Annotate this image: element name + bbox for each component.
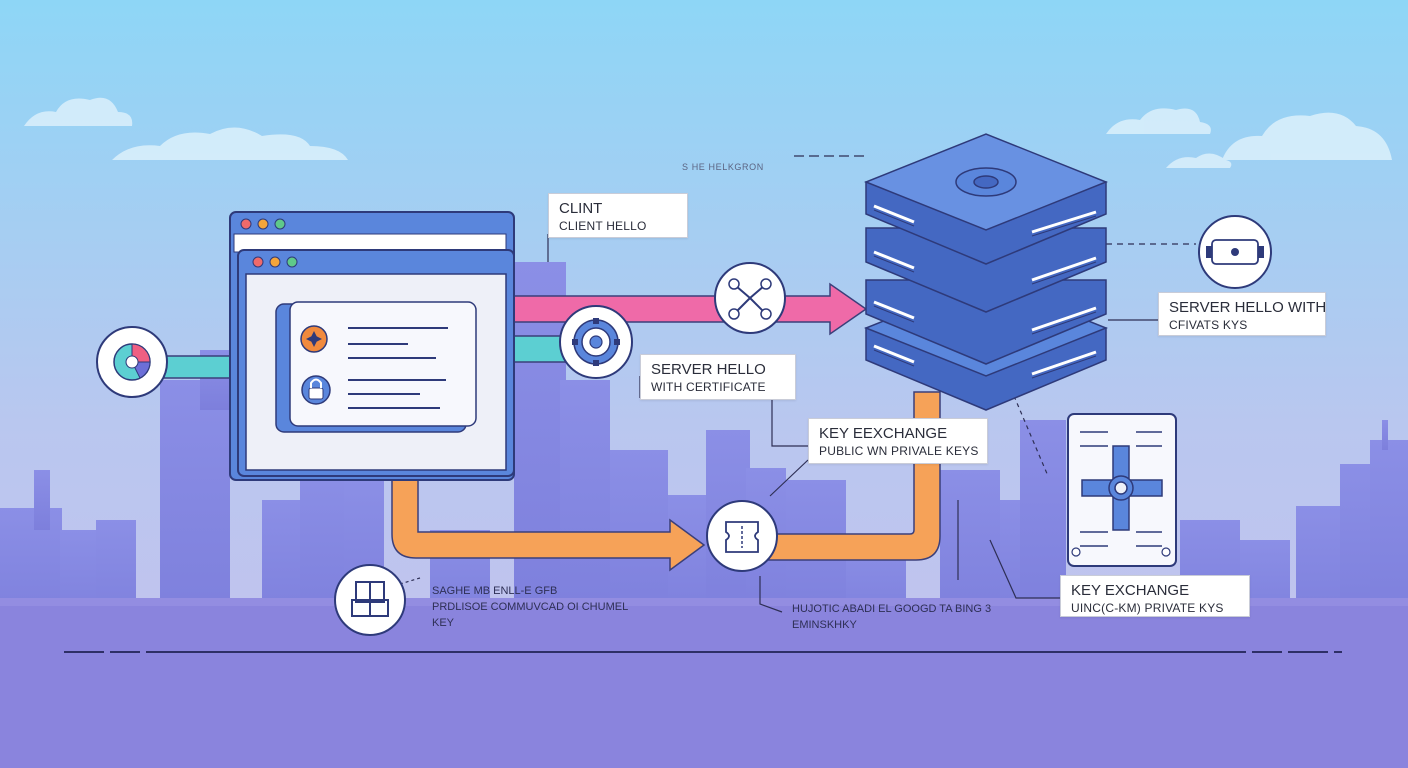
key-exchange-icon <box>1198 215 1272 289</box>
caption-bottom-center-line: EMINSKHKY <box>792 618 857 631</box>
label-key-exchange-right-subtitle: UINC(C-KM) PRIVATE KYS <box>1071 600 1224 615</box>
label-server-hello-keys-subtitle: CFIVATS KYS <box>1169 317 1248 332</box>
label-key-exchange-center: KEY EEXCHANGE PUBLIC WN PRIVALE KEYS <box>808 418 988 464</box>
gear-icon <box>559 305 633 379</box>
server-stack <box>863 133 1109 411</box>
caption-bottom-left-line: PRDLISOE COMMUVCAD OI CHUMEL <box>432 600 629 613</box>
top-caption: S HE HELKGRON <box>682 162 764 172</box>
caption-bottom-center-line: HUJOTIC ABADI EL GOOGD TA BING 3 <box>792 603 992 615</box>
ground <box>0 598 1408 768</box>
label-client-hello: CLINT CLIENT HELLO <box>548 193 688 238</box>
browser-window <box>229 211 515 481</box>
label-server-hello-cert-subtitle: WITH CERTIFICATE <box>651 379 766 394</box>
caption-bottom-left: SAGHE MB ENLL-E GFB PRDLISOE COMMUVCAD O… <box>432 584 628 632</box>
shutter-icon <box>300 325 328 353</box>
browser-logo-icon <box>96 326 168 398</box>
text-lines <box>348 327 448 409</box>
label-server-hello-keys: SERVER HELLO WITH CFIVATS KYS <box>1158 292 1326 336</box>
label-key-exchange-right-title: KEY EXCHANGE <box>1071 582 1190 599</box>
caption-bottom-left-line: KEY <box>432 616 455 629</box>
ticket-icon <box>706 500 778 572</box>
label-key-exchange-center-subtitle: PUBLIC WN PRIVALE KEYS <box>819 443 979 458</box>
label-key-exchange-right: KEY EXCHANGE UINC(C-KM) PRIVATE KYS <box>1060 575 1250 617</box>
clouds <box>24 97 1392 168</box>
chip-icon <box>334 564 406 636</box>
label-client-hello-subtitle: CLIENT HELLO <box>559 218 647 233</box>
network-nodes-icon <box>714 262 786 334</box>
label-server-hello-cert-title: SERVER HELLO <box>651 361 766 378</box>
connector-lines <box>399 155 1196 613</box>
certificate-icon <box>1067 413 1177 567</box>
lock-icon <box>301 375 331 405</box>
label-client-hello-title: CLINT <box>559 200 603 217</box>
caption-bottom-center: HUJOTIC ABADI EL GOOGD TA BING 3 EMINSKH… <box>792 602 991 634</box>
caption-bottom-left-line: SAGHE MB ENLL-E GFB <box>432 585 558 597</box>
orange-arrow <box>391 477 706 572</box>
label-key-exchange-center-title: KEY EEXCHANGE <box>819 425 948 442</box>
label-server-hello-keys-title: SERVER HELLO WITH <box>1169 299 1327 316</box>
label-server-hello-certificate: SERVER HELLO WITH CERTIFICATE <box>640 354 796 400</box>
